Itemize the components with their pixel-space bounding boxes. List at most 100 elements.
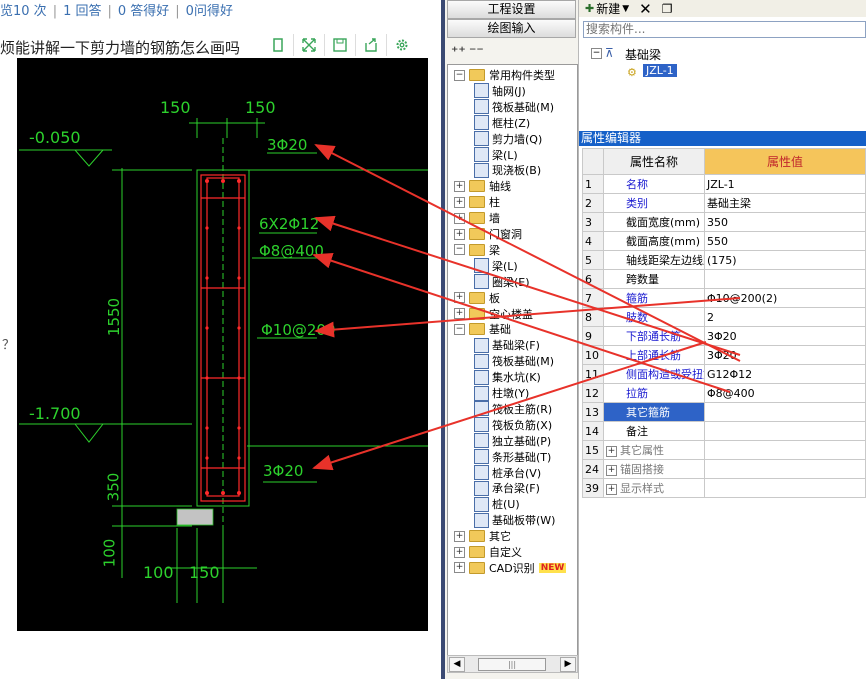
property-value[interactable]: Φ10@200(2) [704, 288, 866, 308]
tab-drawing-input[interactable]: 绘图输入 [447, 19, 576, 38]
tree-folder[interactable]: +板 [454, 290, 500, 306]
property-value[interactable] [704, 440, 866, 460]
tree-item[interactable]: 基础板带(W) [474, 512, 555, 528]
expand-toggle-icon[interactable]: + [454, 196, 465, 208]
property-row[interactable]: 15+其它属性 [582, 440, 866, 460]
tree-item-jzl-1[interactable]: JZL-1 [643, 64, 677, 77]
tree-item[interactable]: 轴网(J) [474, 83, 526, 99]
tree-item[interactable]: 框柱(Z) [474, 115, 530, 131]
property-value[interactable]: G12Φ12 [704, 364, 866, 384]
scroll-thumb[interactable]: ||| [478, 658, 546, 671]
tree-item[interactable]: 梁(L) [474, 258, 518, 274]
tree-item[interactable]: 桩(U) [474, 496, 520, 512]
property-value[interactable]: 3Φ20 [704, 345, 866, 365]
tree-folder[interactable]: −基础 [454, 321, 511, 337]
tab-project-settings[interactable]: 工程设置 [447, 0, 576, 19]
good-answers-link[interactable]: 0 答得好 [117, 4, 170, 19]
tree-item[interactable]: 圈梁(E) [474, 274, 530, 290]
expand-toggle-icon[interactable]: + [454, 292, 465, 304]
tree-item[interactable]: 筏板基础(M) [474, 353, 554, 369]
collapse-all-icon[interactable]: ⁻⁻ [469, 44, 484, 60]
expand-toggle-icon[interactable]: + [454, 308, 465, 319]
chevron-down-icon[interactable]: ▼ [622, 3, 630, 14]
expand-all-icon[interactable]: ⁺⁺ [451, 44, 466, 60]
tree-folder[interactable]: +门窗洞 [454, 226, 522, 242]
scroll-right-icon[interactable]: ▶ [560, 657, 576, 672]
good-questions-link[interactable]: 0问得好 [185, 4, 233, 19]
tree-root-label[interactable]: 基础梁 [625, 48, 662, 62]
expand-toggle-icon[interactable]: + [454, 228, 465, 240]
settings-button[interactable] [387, 34, 417, 56]
property-value[interactable]: 2 [704, 307, 866, 327]
property-value[interactable] [704, 478, 866, 498]
save-image-button[interactable] [325, 34, 356, 56]
copy-icon[interactable]: ❐ [661, 1, 673, 16]
tree-folder[interactable]: +轴线 [454, 178, 511, 194]
fullscreen-button[interactable] [294, 34, 325, 56]
property-value[interactable]: 基础主梁 [704, 193, 866, 213]
expand-toggle-icon[interactable]: + [454, 530, 465, 542]
tree-item[interactable]: 承台梁(F) [474, 480, 540, 496]
tree-item[interactable]: 筏板负筋(X) [474, 417, 552, 433]
expand-group-icon[interactable]: + [606, 464, 617, 476]
tree-folder[interactable]: −常用构件类型 [454, 67, 555, 83]
tree-item[interactable]: 桩承台(V) [474, 465, 541, 481]
property-value[interactable] [704, 402, 866, 422]
tree-item[interactable]: 梁(L) [474, 147, 518, 163]
property-value[interactable]: JZL-1 [704, 174, 866, 194]
tree-horizontal-scrollbar[interactable]: ◀ ||| ▶ [447, 655, 578, 673]
property-value[interactable] [704, 269, 866, 289]
answers-link[interactable]: 1 回答 [63, 4, 102, 19]
property-value[interactable]: (175) [704, 250, 866, 270]
new-button[interactable]: 新建 [596, 2, 621, 16]
property-row[interactable]: 24+锚固搭接 [582, 459, 866, 479]
tree-item[interactable]: 柱墩(Y) [474, 385, 529, 401]
tree-folder[interactable]: +空心楼盖 [454, 306, 533, 322]
tree-item[interactable]: 基础梁(F) [474, 337, 540, 353]
expand-toggle-icon[interactable]: + [454, 546, 465, 558]
tree-item[interactable]: 现浇板(B) [474, 162, 541, 178]
expand-toggle-icon[interactable]: + [454, 180, 465, 192]
collapse-toggle-icon[interactable]: − [454, 323, 465, 335]
expand-group-icon[interactable]: + [606, 483, 617, 495]
property-row[interactable]: 11侧面构造或受扭筋G12Φ12 [582, 364, 866, 384]
expand-toggle-icon[interactable]: + [454, 212, 465, 224]
component-search-input[interactable] [583, 21, 866, 38]
tree-item[interactable]: 集水坑(K) [474, 369, 541, 385]
scroll-left-icon[interactable]: ◀ [449, 657, 465, 672]
property-value[interactable]: 550 [704, 231, 866, 251]
expand-toggle-icon[interactable]: + [454, 562, 465, 574]
tree-item[interactable]: 独立基础(P) [474, 433, 551, 449]
collapse-toggle-icon[interactable]: − [591, 48, 602, 59]
collapse-toggle-icon[interactable]: − [454, 69, 465, 81]
tree-folder[interactable]: +柱 [454, 194, 500, 210]
property-value[interactable]: 3Φ20 [704, 326, 866, 346]
property-value[interactable]: Φ8@400 [704, 383, 866, 403]
tree-folder[interactable]: +自定义 [454, 544, 522, 560]
share-button[interactable] [356, 34, 387, 56]
fit-view-button[interactable] [263, 34, 294, 56]
property-row[interactable]: 5轴线距梁左边线距(175) [582, 250, 866, 270]
tree-item[interactable]: 条形基础(T) [474, 449, 551, 465]
collapse-toggle-icon[interactable]: − [454, 244, 465, 256]
tree-folder[interactable]: +其它 [454, 528, 511, 544]
delete-icon[interactable]: ✕ [639, 0, 652, 18]
tree-folder[interactable]: −梁 [454, 242, 500, 258]
expand-group-icon[interactable]: + [606, 445, 617, 457]
property-value[interactable] [704, 421, 866, 441]
tree-item[interactable]: 筏板基础(M) [474, 99, 554, 115]
tree-folder[interactable]: +墙 [454, 210, 500, 226]
property-value[interactable] [704, 459, 866, 479]
tree-item[interactable]: 剪力墙(Q) [474, 131, 542, 147]
